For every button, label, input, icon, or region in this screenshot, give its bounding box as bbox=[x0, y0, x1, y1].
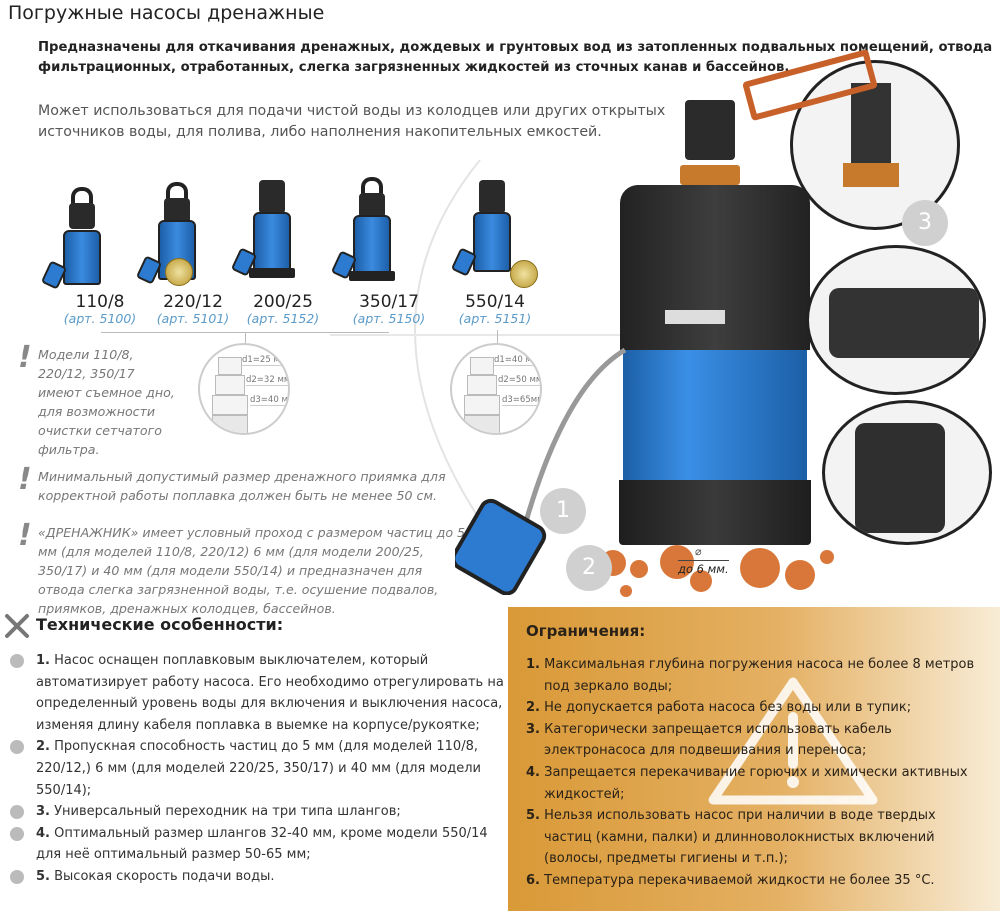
particle-dot bbox=[620, 585, 632, 597]
limitations-panel: Ограничения: 1. Максимальная глубина пог… bbox=[508, 607, 1000, 911]
pump-body bbox=[623, 350, 807, 480]
note-particle-size: «ДРЕНАЖНИК» имеет условный проход с разм… bbox=[38, 525, 466, 616]
limitations-title: Ограничения: bbox=[526, 622, 646, 640]
adapter-diagram-small: d1=25 мм. d2=32 мм. d3=40 мм. bbox=[198, 343, 290, 435]
model-name: 200/25 bbox=[253, 292, 313, 312]
tech-feature-item: 2. Пропускная способность частиц до 5 мм… bbox=[10, 736, 506, 801]
pump-illustration bbox=[615, 100, 820, 550]
pump-220-12-image bbox=[135, 180, 210, 290]
pump-base bbox=[619, 480, 811, 545]
limitation-item: 3. Категорически запрещается использоват… bbox=[526, 721, 892, 759]
pump-550-14-image bbox=[450, 172, 538, 288]
detail-cable-notch bbox=[806, 245, 986, 395]
limitation-item: 4. Запрещается перекачивание горючих и х… bbox=[526, 764, 968, 802]
limitation-item: 1. Максимальная глубина погружения насос… bbox=[526, 657, 975, 694]
bullet-icon bbox=[10, 654, 24, 668]
pump-110-8-image bbox=[40, 185, 115, 295]
bracket-stem bbox=[497, 330, 498, 346]
bullet-icon bbox=[10, 826, 24, 841]
bullet-icon bbox=[10, 805, 24, 820]
note-pit-size: Минимальный допустимый размер дренажного… bbox=[38, 469, 446, 503]
particle-dot bbox=[740, 548, 780, 588]
limitation-item: 6. Температура перекачиваемой жидкости н… bbox=[526, 872, 935, 888]
float-cable bbox=[455, 347, 627, 595]
callout-2: 2 bbox=[566, 545, 612, 591]
model-article: (арт. 5101) bbox=[156, 311, 230, 326]
particle-dot bbox=[820, 550, 834, 564]
particle-dot bbox=[690, 570, 712, 592]
adapter-d1: d1=40 мм. bbox=[494, 355, 541, 366]
outlet-nozzle bbox=[685, 100, 735, 160]
adapter-d2: d2=32 мм. bbox=[246, 375, 288, 386]
model-article: (арт. 5150) bbox=[352, 311, 426, 326]
quality-seal-icon bbox=[510, 260, 538, 288]
limitations-list: 1. Максимальная глубина погружения насос… bbox=[526, 654, 986, 892]
tech-feature-item: 5. Высокая скорость подачи воды. bbox=[10, 866, 506, 888]
adapter-diagram-large: d1=40 мм. d2=50 мм. d3=65мм. bbox=[450, 343, 542, 435]
model-name: 220/12 bbox=[163, 292, 223, 312]
adapter-d3: d3=40 мм. bbox=[250, 395, 288, 406]
limitation-item: 5. Нельзя использовать насос при наличии… bbox=[526, 808, 936, 867]
tech-feature-item: 1. Насос оснащен поплавковым выключателе… bbox=[10, 650, 506, 736]
exclamation-icon: ! bbox=[18, 462, 32, 497]
model-name: 110/8 bbox=[75, 292, 125, 312]
callout-3: 3 bbox=[902, 200, 948, 246]
model-name: 550/14 bbox=[465, 292, 525, 312]
page-title: Погружные насосы дренажные bbox=[8, 2, 325, 24]
bullet-icon bbox=[10, 740, 24, 755]
outlet-nut bbox=[680, 165, 740, 185]
intro-bold-text: Предназначены для откачивания дренажных,… bbox=[38, 40, 993, 75]
adapter-d2: d2=50 мм. bbox=[498, 375, 540, 386]
model-article: (арт. 5100) bbox=[63, 311, 137, 326]
adapter-d3: d3=65мм. bbox=[502, 395, 540, 406]
model-name: 350/17 bbox=[359, 292, 419, 312]
warning-triangle-icon bbox=[708, 677, 878, 805]
callout-1: 1 bbox=[540, 488, 586, 534]
bracket-stem bbox=[245, 332, 246, 346]
quality-seal-icon bbox=[165, 258, 193, 286]
tools-icon bbox=[5, 614, 29, 638]
particle-dot bbox=[785, 560, 815, 590]
model-article: (арт. 5151) bbox=[458, 311, 532, 326]
adapter-d1: d1=25 мм. bbox=[242, 355, 289, 366]
exclamation-icon: ! bbox=[18, 518, 32, 553]
particle-dot bbox=[630, 560, 648, 578]
tech-features-list: 1. Насос оснащен поплавковым выключателе… bbox=[10, 650, 506, 888]
detail-cable-hook bbox=[822, 400, 992, 545]
exclamation-icon: ! bbox=[18, 340, 32, 375]
pump-200-25-image bbox=[230, 172, 305, 282]
tech-features-title: Технические особенности: bbox=[36, 615, 284, 634]
intro-gray-text: Может использоваться для подачи чистой в… bbox=[38, 103, 666, 140]
note-removable-bottom: Модели 110/8, 220/12, 350/17 имеют съемн… bbox=[38, 347, 175, 457]
bullet-icon bbox=[10, 869, 24, 884]
limitation-item: 2. Не допускается работа насоса без воды… bbox=[526, 700, 912, 716]
pump-350-17-image bbox=[330, 175, 405, 285]
pump-head bbox=[620, 185, 810, 350]
tech-feature-item: 3. Универсальный переходник на три типа … bbox=[10, 801, 506, 823]
connector-arcs bbox=[330, 159, 620, 521]
particle-dot bbox=[660, 545, 694, 579]
particle-size-label: до 6 мм. bbox=[678, 560, 729, 576]
diameter-symbol: ⌀ bbox=[695, 545, 702, 558]
brand-plate bbox=[665, 310, 725, 324]
model-article: (арт. 5152) bbox=[246, 311, 320, 326]
tech-feature-item: 4. Оптимальный размер шлангов 32-40 мм, … bbox=[10, 823, 506, 866]
